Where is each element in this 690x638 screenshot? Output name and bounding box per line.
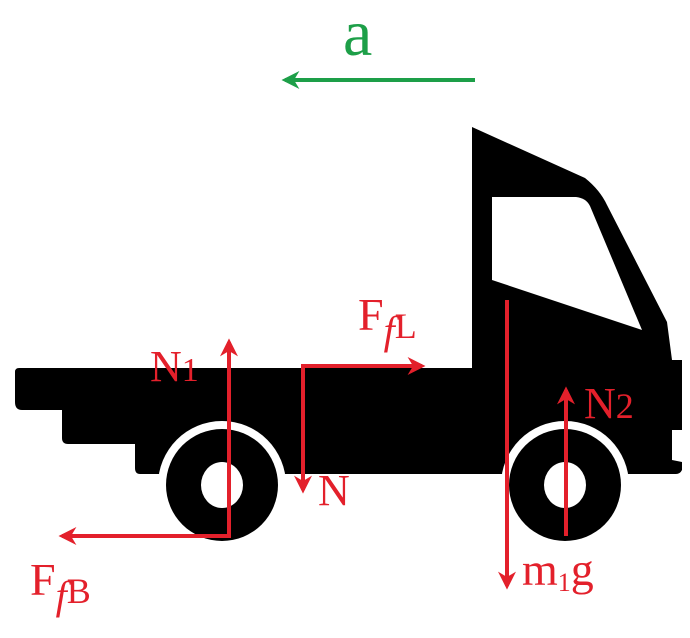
friction-load-label: FfL [358, 289, 417, 353]
acceleration-label: a [343, 0, 372, 70]
normal-rear-label: N1 [150, 342, 199, 391]
normal-front-label: N2 [584, 379, 634, 428]
truck [15, 127, 682, 549]
rear-wheel-hub [201, 462, 243, 508]
normal-load-label: N [318, 466, 350, 515]
truck-window [492, 197, 642, 330]
weight-label: m1g [522, 544, 594, 597]
friction-ground-label: FfB [30, 554, 91, 618]
